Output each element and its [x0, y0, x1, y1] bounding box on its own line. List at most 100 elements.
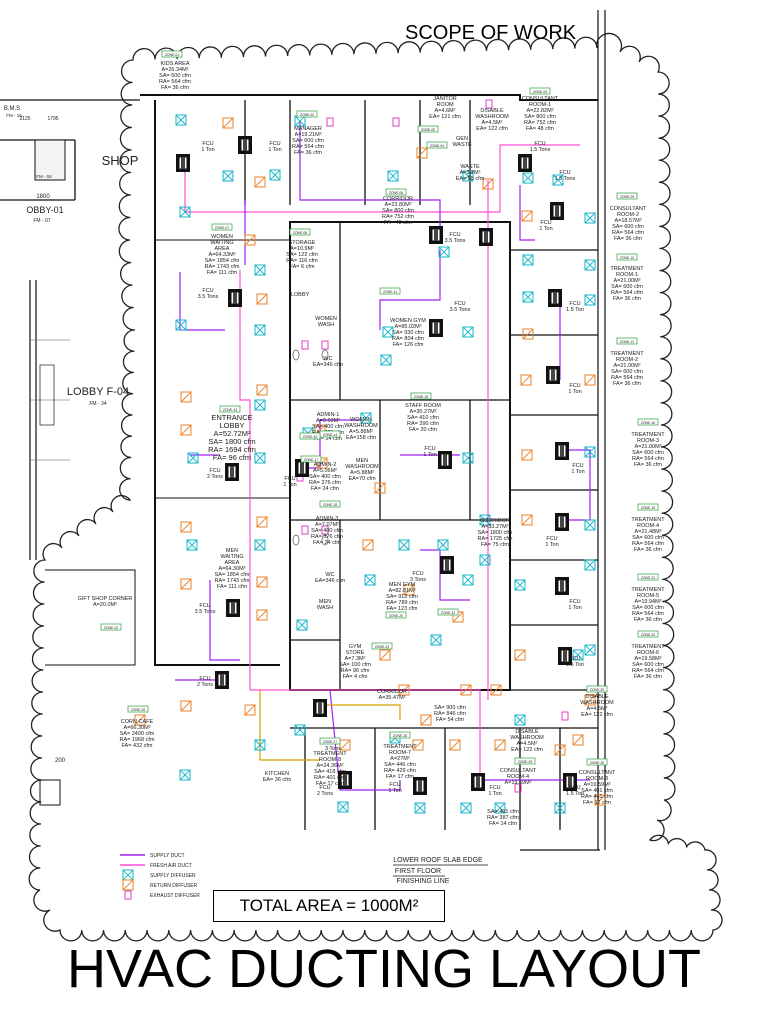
- zone-tag-text: ZONE-08: [293, 231, 307, 235]
- room-label-treatment2-line: SA= 600 cfm: [611, 369, 643, 375]
- fcu-unit-icon: [550, 202, 564, 220]
- room-label-admin2-line: A=5.06M²: [313, 468, 337, 474]
- room-label-treatment7-line: A=27M²: [390, 756, 410, 762]
- zone-tag-text: ZONE-16: [641, 421, 655, 425]
- supply-duct-men-waiting: [209, 580, 240, 661]
- zone-tag-text: ZONE-05: [421, 128, 435, 132]
- fcu-label-fcu_staff-line: 1 Ton: [423, 452, 436, 458]
- room-label-men_waiting-line: AREA: [225, 560, 240, 566]
- fcu-label-fcu_corr_top-line: 1.5 Tons: [555, 176, 576, 182]
- supply-diffuser-icon: [294, 724, 306, 736]
- room-label-treatment1-line: RA= 564 cfm: [611, 290, 643, 296]
- return-diffuser-icon: [256, 576, 268, 588]
- fcu-unit-icon: [429, 226, 443, 244]
- supply-diffuser-icon: [175, 114, 187, 126]
- room-label-manager-line: MANAGER: [294, 126, 322, 132]
- fcu-label-fcu_t7-line: FCU: [489, 785, 500, 791]
- room-label-women_washroom-line: A=5.88M²: [349, 429, 373, 435]
- toilet-fixture: [321, 534, 329, 546]
- room-label-consultant1-line: A=22.82M²: [526, 108, 553, 114]
- zone-tag-text: ZONE-17: [304, 458, 318, 462]
- fcu-label-fcu_treat1-line: 1.5 Ton: [566, 307, 584, 313]
- scope-of-work-label: SCOPE OF WORK: [405, 22, 577, 44]
- zone-tag-text: ZONE-30: [590, 761, 604, 765]
- legend-label: EXHAUST DIFFUSER: [150, 893, 200, 899]
- fcu-label-fcu_manager-line: FCU: [269, 141, 280, 147]
- room-label-consultant4-line: A=19.59M²: [504, 780, 531, 786]
- fcu-label-fcu_treat5-line: 1 Ton: [568, 605, 581, 611]
- room-label-corridor_top-line: A=23.80M²: [384, 202, 411, 208]
- supply-diffuser-icon: [122, 869, 134, 881]
- condensate-line: [320, 704, 401, 720]
- room-label-disable_wash_mid-line: EA= 122 cfm: [511, 747, 543, 753]
- room-label-corridor_mid-line: A=33.27M²: [481, 524, 508, 530]
- room-label-treatment6-line: RA= 564 cfm: [632, 668, 664, 674]
- fresh-air-duct-north: [184, 144, 580, 213]
- supply-diffuser-icon: [462, 326, 474, 338]
- legend-label: FRESH AIR DUCT: [150, 863, 192, 869]
- column: [39, 779, 61, 806]
- room-label-wc_top-line: EA=346 cfm: [313, 362, 344, 368]
- supply-diffuser-icon: [460, 802, 472, 814]
- zone-tag: ZONE-17: [300, 455, 322, 463]
- fcu-label-fcu_staff-line: FCU: [424, 446, 435, 452]
- fcu-label-fcu_t8-line: 2 Tons: [317, 791, 333, 797]
- room-label-corridor_bottom_cfm-line: FA= 54 cfm: [436, 717, 464, 723]
- zone-tag: ZONE-13: [219, 405, 241, 413]
- return-diffuser-icon: [374, 482, 386, 494]
- room-label-treatment5-line: RA= 564 cfm: [632, 611, 664, 617]
- outside-label-lobby01_fm: FM - 07: [33, 218, 50, 224]
- room-label-treatment3-line: ROOM-3: [637, 438, 659, 444]
- supply-duct-women-waiting: [179, 272, 225, 331]
- zone-tag-text: ZONE-21: [641, 576, 655, 580]
- fcu-label-fcu_c3-line: FCU: [569, 656, 580, 662]
- fcu-label-fcu_entrance-line: FCU: [209, 468, 220, 474]
- room-label-treatment5-line: SA= 600 cfm: [632, 605, 664, 611]
- supply-diffuser-icon: [584, 519, 596, 531]
- supply-diffuser-icon: [222, 170, 234, 182]
- room-label-men_gym-line: SA= 912 cfm: [386, 594, 418, 600]
- return-diffuser-icon: [256, 516, 268, 528]
- room-label-kitchen-line: KITCHEN: [265, 771, 289, 777]
- room-label-women_waiting-line: AREA: [215, 246, 230, 252]
- supply-duct-consultant: [519, 185, 535, 241]
- zone-tag: ZONE-28: [389, 731, 411, 739]
- supply-diffuser-icon: [364, 574, 376, 586]
- room-label-admin3-line: ADMIN-3: [316, 516, 339, 522]
- room-label-treatment7-line: FA= 17 cfm: [386, 774, 414, 780]
- zone-tag-text: ZONE-28: [393, 734, 407, 738]
- zone-tag: ZONE-29: [514, 757, 536, 765]
- zone-tag: ZONE-14: [319, 430, 341, 438]
- toilet-fixture: [292, 534, 300, 546]
- room-label-manager-line: SA= 600 cfm: [292, 138, 324, 144]
- room-label-treatment6-line: FA= 36 cfm: [634, 674, 662, 680]
- fcu-unit-icon: [548, 289, 562, 307]
- gift-shop-walls: [45, 569, 136, 666]
- fcu-label-fcu_mwait-line: FCU: [199, 603, 210, 609]
- room-label-staff_room-line: FA= 20 cfm: [409, 427, 437, 433]
- supply-diffuser-icon: [584, 559, 596, 571]
- toilet-fixture: [321, 349, 329, 361]
- fcu-unit-icon: [555, 442, 569, 460]
- exhaust-diffuser-icon: [392, 117, 400, 127]
- fcu-label-fcu_corr_top-line: FCU: [559, 170, 570, 176]
- return-diffuser-icon: [521, 449, 533, 461]
- room-label-men_waiting-line: RA= 1743 cfm: [214, 578, 249, 584]
- exhaust-diffuser-icon: [485, 99, 493, 109]
- zone-tag: ZONE-27: [319, 737, 341, 745]
- room-label-treatment4-line: SA= 600 cfm: [632, 535, 664, 541]
- supply-diffuser-icon: [552, 174, 564, 186]
- fcu-label-fcu_wgym-line: FCU: [449, 232, 460, 238]
- room-label-admin3-line: RA= 376 cfm: [311, 534, 343, 540]
